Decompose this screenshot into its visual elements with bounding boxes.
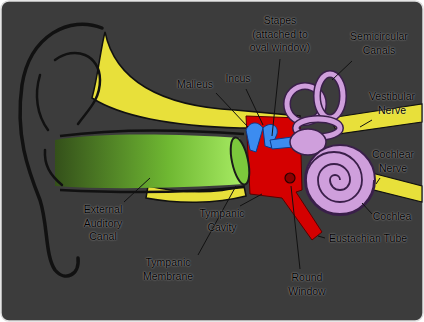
semicircular-canals — [287, 74, 343, 137]
part-label: Eustachian Tube — [329, 232, 407, 246]
helix-inner — [37, 75, 48, 130]
part-label: Tympanic Cavity — [193, 207, 251, 234]
leader-line — [216, 93, 248, 127]
round-window-shape — [285, 173, 295, 183]
leader-line — [246, 89, 263, 125]
part-label: Vestibular Nerve — [363, 90, 421, 117]
canal-wall — [60, 131, 244, 137]
leader-line — [362, 203, 372, 214]
cochlea-spiral — [306, 152, 374, 214]
leader-line — [198, 186, 236, 255]
leader-line — [332, 61, 352, 80]
part-label: Round Window — [280, 271, 334, 298]
leader-line — [376, 178, 380, 184]
canal-wall — [60, 187, 244, 192]
leader-line — [272, 59, 280, 136]
part-label: Tympanic Membrane — [137, 256, 199, 283]
leader-line — [360, 120, 372, 127]
part-label: Incus — [225, 72, 250, 86]
cochlea-shape — [305, 145, 375, 215]
antihelix — [55, 53, 100, 124]
malleus-bone — [246, 123, 263, 152]
part-label: Cochlear Nerve — [365, 148, 421, 175]
leader-line — [124, 178, 150, 202]
canal-loop — [317, 74, 343, 118]
leader-line — [318, 236, 325, 238]
leader-line — [240, 194, 262, 206]
concha — [45, 150, 62, 185]
leader-line — [291, 186, 300, 269]
part-label: Semicircular Canals — [343, 30, 415, 57]
part-label: Malleus — [177, 78, 213, 92]
part-label: Cochlea — [373, 210, 412, 224]
part-label: Stapes (attached to oval window) — [244, 14, 316, 55]
ear-canal — [55, 135, 244, 189]
canal-loop — [317, 74, 343, 118]
part-label: External Auditory Canal — [73, 203, 133, 244]
